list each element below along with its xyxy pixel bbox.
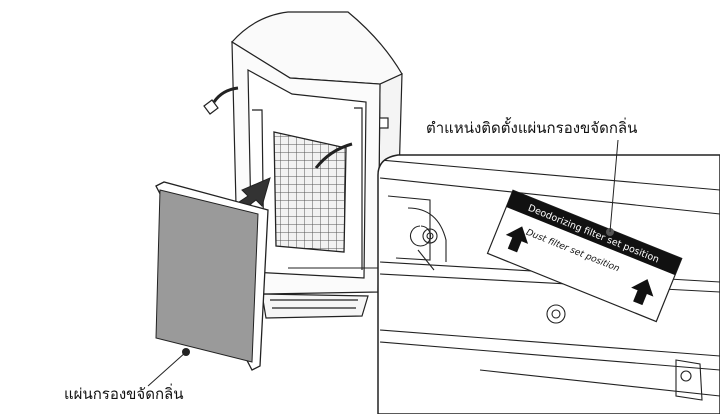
dust-filter-mesh (273, 131, 353, 253)
filter-location-label: ตำแหน่งติดตั้งแผ่นกรองขจัดกลิ่น (426, 119, 638, 137)
sticker-arrow-right-icon (631, 279, 654, 306)
sticker-arrow-left-icon (505, 226, 529, 253)
location-leader-line (609, 139, 619, 233)
deodorizing-filter-label: แผ่นกรองขจัดกลิ่น (64, 385, 184, 403)
deodorizing-filter-panel (147, 181, 269, 387)
zoom-detail-circle: Deodorizing filter set position Dust fil… (377, 139, 720, 414)
